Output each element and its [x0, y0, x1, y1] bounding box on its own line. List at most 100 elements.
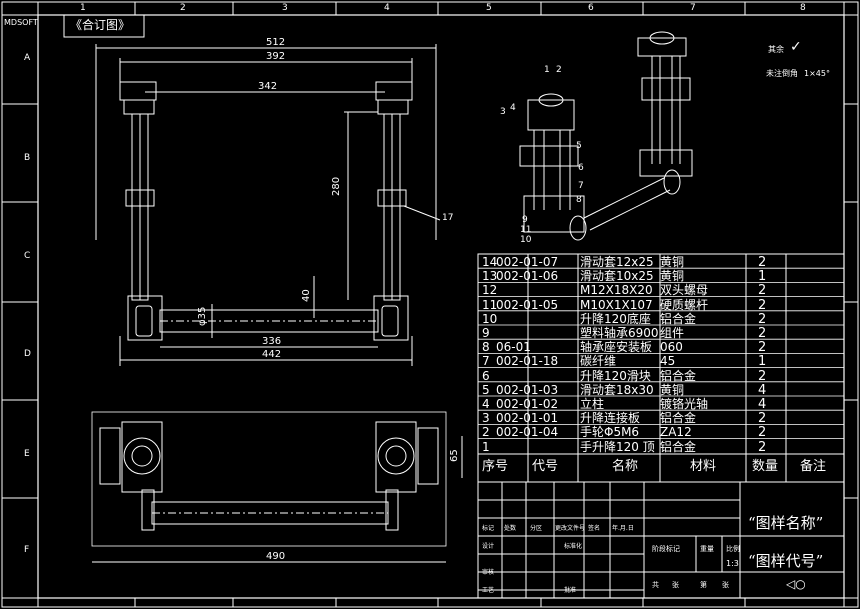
tb-sign: 签名 — [588, 525, 601, 532]
brand-label: MDSOFT — [4, 18, 38, 27]
roughness-symbol-icon: ✓ — [790, 39, 802, 55]
bom-cell-code: 002-01-07 — [496, 255, 559, 269]
col-label-6: 6 — [588, 3, 594, 13]
bom-cell-mat: 镀铬光轴 — [660, 397, 709, 411]
chamfer-value: 1×45° — [804, 69, 830, 78]
dim-280: 280 — [331, 176, 342, 196]
bom-cell-qty: 2 — [758, 297, 767, 313]
bom-cell-mat: 060 — [660, 340, 683, 355]
tb-date: 年.月.日 — [612, 525, 634, 532]
bom-cell-qty: 2 — [758, 255, 767, 270]
bom-cell-mat: 铝合金 — [660, 368, 697, 383]
bom-cell-name: 轴承座安装板 — [580, 340, 653, 355]
top-view — [91, 411, 463, 563]
bom-header-remark: 备注 — [800, 459, 827, 474]
tb-total: 共 — [652, 581, 659, 589]
bom-cell-qty: 2 — [758, 311, 767, 327]
row-label-c: C — [24, 251, 31, 261]
bom-cell-name: 升降120滑块 — [580, 368, 651, 383]
bom-cell-no: 7 — [482, 354, 490, 369]
roughness-note: 其余 — [768, 45, 784, 54]
tb-process: 工艺 — [482, 587, 495, 594]
bom-cell-no: 13 — [482, 269, 498, 284]
iso-label-2: 2 — [556, 65, 562, 75]
bom-cell-qty: 2 — [758, 326, 767, 341]
bom-cell-no: 5 — [482, 382, 490, 397]
iso-label-6: 6 — [578, 163, 584, 173]
bom-cell-name: M12X18X20 — [580, 283, 653, 298]
bom-cell-no: 10 — [482, 311, 498, 326]
front-view — [95, 44, 441, 366]
bom-cell-mat: 铝合金 — [660, 439, 697, 454]
dim-40: 40 — [301, 289, 312, 302]
iso-label-5: 5 — [576, 141, 582, 151]
dim-336: 336 — [262, 336, 282, 347]
row-label-f: F — [24, 545, 30, 555]
bom-cell-name: 立柱 — [580, 397, 605, 411]
bom-cell-no: 11 — [482, 297, 498, 312]
bom-cell-name: 塑料轴承6900 — [580, 326, 659, 340]
col-label-2: 2 — [180, 3, 186, 13]
bom-cell-code: 002-01-03 — [496, 382, 559, 397]
bom-cell-code: 002-01-02 — [496, 397, 559, 411]
bom-cell-name: 升降120底座 — [580, 311, 651, 326]
iso-label-1: 1 — [544, 65, 550, 75]
iso-label-11: 11 — [520, 225, 532, 235]
bom-cell-no: 6 — [482, 368, 490, 383]
title-block-grid — [477, 481, 845, 599]
row-label-e: E — [24, 449, 30, 459]
bom-cell-mat: 黄铜 — [660, 255, 685, 269]
row-label-b: B — [24, 153, 31, 163]
bom-cell-code: 002-01-04 — [496, 425, 559, 440]
bom-header-qty: 数量 — [752, 459, 779, 474]
tb-page2: 张 — [722, 581, 729, 589]
bom-cell-no: 9 — [482, 326, 490, 340]
col-label-5: 5 — [486, 3, 492, 13]
bom-cell-no: 4 — [482, 397, 490, 411]
dim-342: 342 — [258, 81, 278, 92]
bom-cell-code: 002-01-06 — [496, 269, 559, 284]
bom-cell-name: 手升降120 顶 — [580, 439, 655, 454]
tb-mark: 标记 — [482, 525, 495, 532]
bom-cell-qty: 2 — [758, 283, 767, 299]
col-label-4: 4 — [384, 3, 390, 13]
iso-label-4: 4 — [510, 103, 516, 113]
bom-cell-no: 1 — [482, 439, 490, 454]
bom-cell-mat: 铝合金 — [660, 411, 697, 426]
bom-cell-mat: 45 — [660, 354, 676, 369]
tb-change-doc: 更改文件号 — [555, 525, 586, 532]
iso-label-8: 8 — [576, 195, 582, 205]
bom-cell-mat: ZA12 — [660, 425, 692, 440]
bom-cell-qty: 1 — [758, 354, 767, 370]
tb-weight: 重量 — [700, 545, 714, 553]
dim-442: 442 — [262, 349, 282, 360]
stamp-label: 《合订图》 — [70, 18, 131, 32]
bom-cell-code: 002-01-01 — [496, 411, 559, 426]
bom-cell-mat: 双头螺母 — [660, 283, 709, 298]
tb-check: 审核 — [482, 569, 495, 576]
bom-header-mat: 材料 — [690, 459, 717, 474]
bom-cell-mat: 黄铜 — [660, 382, 685, 397]
isometric-view — [519, 31, 693, 241]
bom-cell-code: 06-01 — [496, 340, 531, 355]
drawing-code: “图样代号” — [748, 552, 824, 570]
chamfer-note: 未注倒角 — [766, 69, 798, 78]
drawing-name: “图样名称” — [748, 514, 824, 532]
tb-approve: 批准 — [564, 587, 577, 594]
tb-page: 第 — [700, 581, 707, 589]
bom-cell-name: 滑动套10x25 — [580, 269, 654, 284]
tb-ratio: 比例 — [726, 545, 740, 553]
bom-cell-name: 手轮Φ5M6 — [580, 425, 640, 440]
tb-standard: 标准化 — [564, 543, 583, 550]
bom-cell-name: M10X1X107 — [580, 297, 653, 312]
projection-symbol-icon: ◁○ — [786, 577, 806, 591]
bom-cell-mat: 铝合金 — [660, 311, 697, 326]
bom-cell-no: 2 — [482, 425, 490, 440]
col-label-8: 8 — [800, 3, 806, 13]
bom-cell-mat: 黄铜 — [660, 269, 685, 284]
bom-header-no: 序号 — [482, 459, 509, 474]
tb-zone: 分区 — [530, 525, 543, 532]
col-label-7: 7 — [690, 3, 696, 13]
